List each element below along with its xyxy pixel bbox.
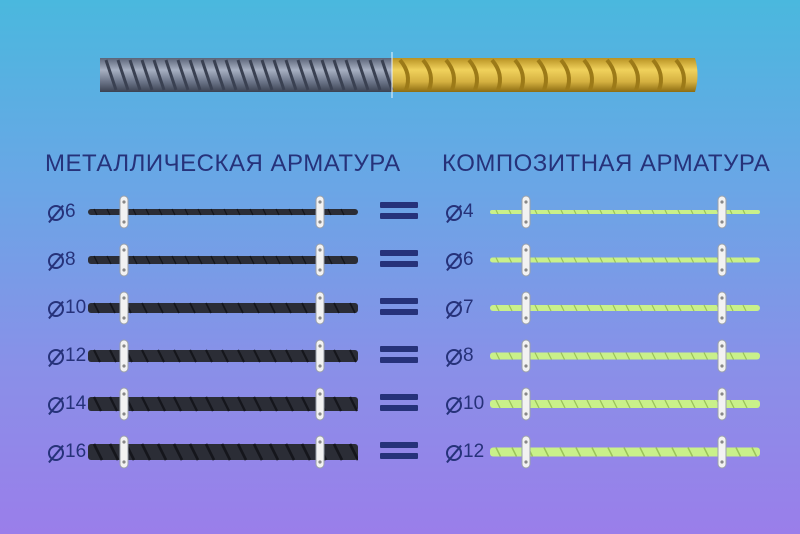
composite-diameter-label: 10 xyxy=(446,394,484,414)
diameter-value: 8 xyxy=(463,345,474,366)
fastener-clip xyxy=(717,291,727,325)
metal-diameter-label: 16 xyxy=(48,442,86,462)
diameter-symbol-icon xyxy=(48,205,64,221)
metal-diameter-label: 14 xyxy=(48,394,86,414)
fastener-clip xyxy=(119,243,129,277)
fastener-clip xyxy=(315,435,325,469)
metal-rebar-bar xyxy=(88,339,358,373)
fastener-clip xyxy=(315,291,325,325)
metal-diameter-label: 10 xyxy=(48,298,86,318)
diameter-symbol-icon xyxy=(446,253,462,269)
fastener-clip xyxy=(119,339,129,373)
diameter-symbol-icon xyxy=(48,445,64,461)
metal-rebar-heading: МЕТАЛЛИЧЕСКАЯ АРМАТУРА xyxy=(45,150,401,177)
composite-rebar-heading: КОМПОЗИТНАЯ АРМАТУРА xyxy=(442,150,771,177)
metal-diameter-label: 12 xyxy=(48,346,86,366)
composite-rebar-bar xyxy=(490,339,760,373)
metal-rebar-bar xyxy=(88,195,358,229)
equivalence-row: 12 8 xyxy=(0,336,800,376)
composite-rebar-bar xyxy=(490,195,760,229)
equivalence-row: 14 10 xyxy=(0,384,800,424)
composite-rebar-bar xyxy=(490,291,760,325)
diameter-symbol-icon xyxy=(48,349,64,365)
equals-icon xyxy=(380,346,418,368)
equals-icon xyxy=(380,250,418,272)
composite-diameter-label: 6 xyxy=(446,250,474,270)
fastener-clip xyxy=(521,339,531,373)
diameter-value: 12 xyxy=(463,441,485,462)
diameter-symbol-icon xyxy=(446,205,462,221)
diameter-symbol-icon xyxy=(48,301,64,317)
diameter-value: 10 xyxy=(65,297,87,318)
composite-diameter-label: 7 xyxy=(446,298,474,318)
fastener-clip xyxy=(521,291,531,325)
diameter-value: 12 xyxy=(65,345,87,366)
diameter-value: 14 xyxy=(65,393,87,414)
diameter-value: 16 xyxy=(65,441,87,462)
fastener-clip xyxy=(717,339,727,373)
diameter-symbol-icon xyxy=(446,445,462,461)
fastener-clip xyxy=(119,387,129,421)
metal-rebar-bar xyxy=(88,435,358,469)
composite-diameter-label: 4 xyxy=(446,202,474,222)
fastener-clip xyxy=(315,387,325,421)
metal-diameter-label: 6 xyxy=(48,202,76,222)
fastener-clip xyxy=(717,435,727,469)
equals-icon xyxy=(380,394,418,416)
metal-rebar-bar xyxy=(88,387,358,421)
composite-rebar-bar xyxy=(490,435,760,469)
equals-icon xyxy=(380,202,418,224)
hero-rebar-image xyxy=(100,52,698,98)
fastener-clip xyxy=(521,195,531,229)
equals-icon xyxy=(380,442,418,464)
diameter-value: 6 xyxy=(65,201,76,222)
fastener-clip xyxy=(315,195,325,229)
fastener-clip xyxy=(315,339,325,373)
fastener-clip xyxy=(521,387,531,421)
equals-icon xyxy=(380,298,418,320)
composite-diameter-label: 8 xyxy=(446,346,474,366)
fastener-clip xyxy=(119,435,129,469)
diameter-symbol-icon xyxy=(446,301,462,317)
composite-rebar-bar xyxy=(490,387,760,421)
diameter-symbol-icon xyxy=(446,349,462,365)
equivalence-row: 10 7 xyxy=(0,288,800,328)
metal-diameter-label: 8 xyxy=(48,250,76,270)
diameter-symbol-icon xyxy=(446,397,462,413)
diameter-symbol-icon xyxy=(48,397,64,413)
fastener-clip xyxy=(717,243,727,277)
fastener-clip xyxy=(315,243,325,277)
composite-rebar-bar xyxy=(490,243,760,277)
fastener-clip xyxy=(521,243,531,277)
fastener-clip xyxy=(521,435,531,469)
diameter-symbol-icon xyxy=(48,253,64,269)
fastener-clip xyxy=(119,195,129,229)
metal-rebar-bar xyxy=(88,243,358,277)
diameter-value: 6 xyxy=(463,249,474,270)
diameter-value: 10 xyxy=(463,393,485,414)
diameter-value: 7 xyxy=(463,297,474,318)
diameter-value: 4 xyxy=(463,201,474,222)
fastener-clip xyxy=(717,195,727,229)
composite-diameter-label: 12 xyxy=(446,442,484,462)
fastener-clip xyxy=(717,387,727,421)
diameter-value: 8 xyxy=(65,249,76,270)
fastener-clip xyxy=(119,291,129,325)
metal-rebar-bar xyxy=(88,291,358,325)
